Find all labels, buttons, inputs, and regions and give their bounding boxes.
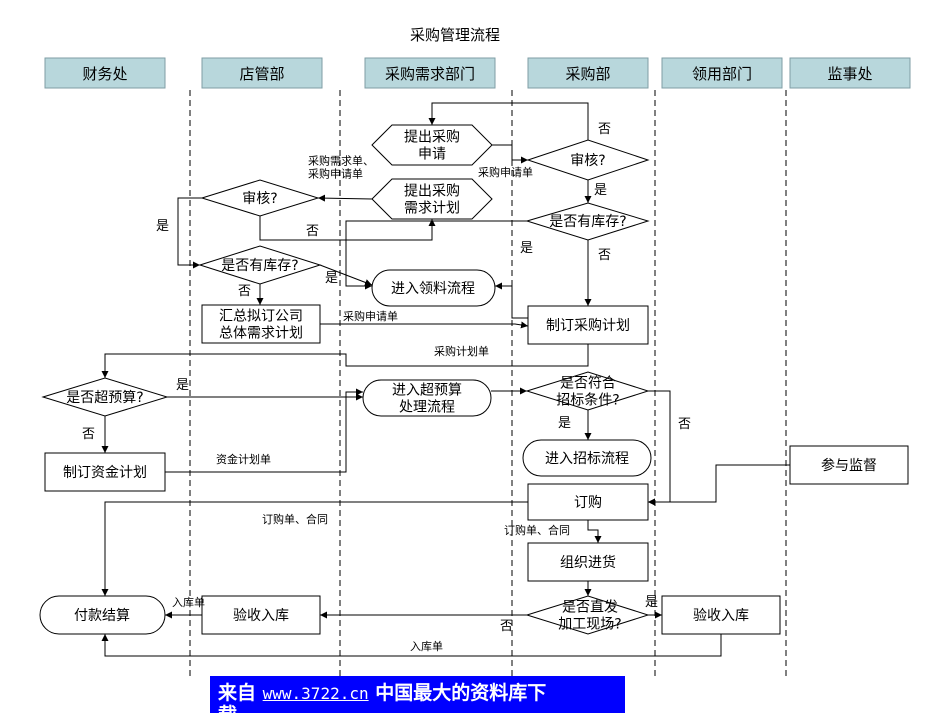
- yn-direct-yes: 是: [645, 595, 658, 610]
- lane-headers: 财务处 店管部 采购需求部门 采购部 领用部门 监事处: [44, 57, 911, 89]
- label-bid-condition: 是否符合招标条件?: [556, 376, 619, 409]
- edge-review-no-loop: [428, 102, 589, 140]
- label-demand-plan: 提出采购需求计划: [404, 184, 460, 217]
- elabel-req-forms-store: 采购需求单、采购申请单: [308, 154, 374, 181]
- label-proc-review: 审核?: [570, 153, 605, 169]
- yn-store-stock-no: 否: [238, 284, 251, 299]
- banner-suffix: 中国最大的资料库下: [375, 682, 547, 704]
- node-store-summary: [201, 304, 321, 344]
- yn-proc-review-yes: 是: [594, 183, 607, 198]
- elabel-req-form-2: 采购申请单: [343, 309, 398, 323]
- yn-bid-yes: 是: [558, 416, 571, 431]
- node-demand-plan: [371, 178, 493, 220]
- label-payment: 付款结算: [74, 608, 130, 624]
- label-supervise: 参与监督: [821, 457, 877, 474]
- chart-title: 采购管理流程: [410, 26, 500, 44]
- elabel-fund-form: 资金计划单: [216, 452, 271, 466]
- edge-order-to-goods: [587, 520, 602, 543]
- node-fund-plan: [44, 452, 166, 492]
- edge-labels: 采购申请单 采购需求单、采购申请单 采购申请单 采购计划单 资金计划单 订购单、…: [172, 154, 570, 654]
- edge-store-stock-yes: [319, 264, 373, 286]
- label-proc-stock: 是否有库存?: [549, 214, 626, 230]
- edge-supervise-order: [648, 464, 790, 506]
- edge-submit-to-review: [492, 144, 528, 164]
- edge-user-to-payment: [101, 634, 722, 657]
- label-store-stock: 是否有库存?: [221, 258, 298, 274]
- label-enter-issue: 进入领料流程: [391, 281, 475, 297]
- banner-prefix: 来自: [218, 682, 257, 704]
- elabel-inbound-form: 入库单: [172, 596, 205, 609]
- edge-fund-to-over: [165, 388, 363, 473]
- yn-budget-no: 否: [82, 427, 95, 442]
- decision-labels: 否 是 是 否 否 是 是 否 是 否 是 否 是 否: [82, 122, 691, 634]
- edge-bid-no: [648, 390, 671, 506]
- label-store-review: 审核?: [242, 191, 277, 207]
- edge-order-to-payment: [101, 501, 528, 596]
- yn-store-review-yes: 是: [156, 219, 169, 234]
- label-over-budget-check: 是否超预算?: [66, 390, 143, 406]
- lane-label-finance: 财务处: [82, 65, 127, 83]
- edge-summary-to-plan: [320, 321, 529, 329]
- edge-stock-yes-issue: [345, 220, 527, 290]
- elabel-inbound-form-2: 入库单: [410, 640, 443, 653]
- banner-line-1: 来自 www.3722.cn 中国最大的资料库下: [218, 678, 546, 705]
- elabel-order-contract-2: 订购单、合同: [504, 523, 570, 537]
- label-purchase-goods: 组织进货: [560, 554, 616, 571]
- elabel-req-form: 采购申请单: [478, 165, 533, 179]
- nodes: [39, 124, 909, 635]
- connectors: [101, 102, 790, 657]
- lane-label-demand: 采购需求部门: [385, 65, 475, 83]
- label-fund-plan: 制订资金计划: [63, 465, 147, 481]
- label-direct-site: 是否直发加工现场?: [558, 599, 621, 633]
- lane-header-store: [201, 57, 323, 89]
- banner-line-2: 载: [218, 700, 237, 713]
- lane-header-finance: [44, 57, 166, 89]
- edge-store-review-no: [259, 216, 436, 241]
- edge-plan-to-budget: [101, 344, 589, 378]
- elabel-plan-form: 采购计划单: [434, 344, 489, 358]
- label-receive-store: 验收入库: [233, 608, 289, 624]
- yn-proc-review-no: 否: [598, 122, 611, 137]
- label-store-summary: 汇总拟订公司总体需求计划: [219, 309, 303, 342]
- edge-plan-to-issue: [495, 282, 528, 319]
- node-receive-store: [201, 595, 321, 635]
- label-submit-request: 提出采购申请: [404, 130, 460, 163]
- label-order: 订购: [574, 495, 602, 511]
- banner-url-link[interactable]: www.3722.cn: [262, 684, 369, 703]
- edge-plan-to-store-review: [317, 194, 373, 202]
- node-supervise: [789, 445, 909, 485]
- lane-header-procurement: [527, 57, 649, 89]
- edge-store-review-yes: [177, 197, 202, 269]
- yn-store-stock-yes: 是: [325, 271, 338, 286]
- lane-dividers: [189, 90, 787, 680]
- node-over-budget-process: [362, 379, 492, 417]
- yn-bid-no: 否: [678, 417, 691, 432]
- label-procurement-plan: 制订采购计划: [546, 318, 630, 334]
- source-banner: 来自 www.3722.cn 中国最大的资料库下 载: [210, 676, 625, 713]
- lane-label-procurement: 采购部: [565, 65, 610, 83]
- lane-label-supervisory: 监事处: [827, 65, 872, 83]
- node-proc-review: [526, 139, 650, 181]
- yn-store-review-no: 否: [306, 224, 319, 239]
- node-labels: 提出采购申请 提出采购需求计划 审核? 是否有库存? 汇总拟订公司总体需求计划 …: [63, 130, 877, 633]
- node-enter-bid: [522, 439, 652, 477]
- lane-label-store: 店管部: [239, 65, 284, 83]
- lane-header-user: [661, 57, 783, 89]
- label-enter-bid: 进入招标流程: [545, 451, 629, 467]
- node-proc-stock: [525, 202, 650, 241]
- lane-label-user: 领用部门: [692, 65, 752, 83]
- label-receive-user: 验收入库: [693, 608, 749, 624]
- yn-proc-stock-yes: 是: [520, 241, 533, 256]
- label-over-budget-process: 进入超预算处理流程: [392, 383, 462, 416]
- yn-budget-yes: 是: [176, 378, 189, 393]
- elabel-order-contract: 订购单、合同: [262, 512, 328, 526]
- lane-header-demand: [364, 57, 496, 89]
- yn-proc-stock-no: 否: [598, 248, 611, 263]
- yn-direct-no: 否: [500, 619, 513, 634]
- lane-header-supervisory: [789, 57, 911, 89]
